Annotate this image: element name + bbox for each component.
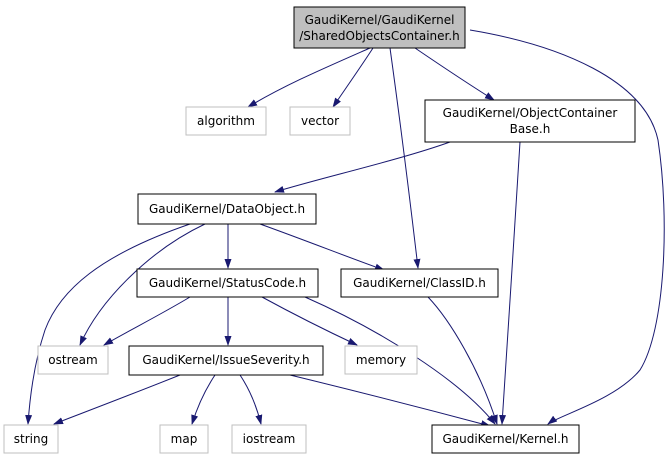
node-map[interactable]: map: [159, 424, 209, 454]
node-issue-severity[interactable]: GaudiKernel/IssueSeverity.h: [128, 345, 324, 376]
edges: [25, 29, 665, 428]
node-map-label: map: [171, 432, 198, 446]
edge-dataobject-to-ostream: [79, 223, 206, 346]
node-string[interactable]: string: [3, 424, 59, 454]
node-algorithm[interactable]: algorithm: [185, 106, 267, 136]
node-shared-objects-container[interactable]: GaudiKernel/GaudiKernel /SharedObjectsCo…: [293, 6, 466, 49]
node-object-container-base[interactable]: GaudiKernel/ObjectContainer Base.h: [424, 99, 636, 143]
node-memory-label: memory: [356, 353, 406, 367]
node-class-id[interactable]: GaudiKernel/ClassID.h: [340, 268, 499, 298]
node-class-id-label: GaudiKernel/ClassID.h: [353, 276, 486, 290]
edge-issueseverity-to-kernel: [289, 374, 491, 428]
node-kernel-label: GaudiKernel/Kernel.h: [442, 432, 568, 446]
edge-objectcontainerbase-to-kernel: [499, 141, 521, 425]
node-vector-label: vector: [301, 114, 339, 128]
edge-issueseverity-to-map: [191, 374, 216, 425]
node-shared-objects-container-line2: /SharedObjectsContainer.h: [299, 29, 460, 43]
edge-shared-to-objectcontainerbase: [414, 47, 495, 101]
edge-shared-to-vector: [332, 47, 374, 108]
edge-statuscode-to-memory: [261, 296, 358, 346]
edge-objectcontainerbase-to-dataobject: [274, 141, 451, 193]
node-shared-objects-container-line1: GaudiKernel/GaudiKernel: [305, 13, 455, 27]
node-iostream-label: iostream: [243, 432, 296, 446]
node-vector[interactable]: vector: [289, 106, 351, 136]
node-string-label: string: [14, 432, 48, 446]
edge-shared-to-algorithm: [247, 47, 371, 108]
node-ostream-label: ostream: [48, 353, 97, 367]
edge-statuscode-to-ostream: [103, 296, 191, 346]
edge-issueseverity-to-string: [53, 374, 181, 425]
node-algorithm-label: algorithm: [197, 114, 255, 128]
node-kernel[interactable]: GaudiKernel/Kernel.h: [431, 424, 580, 454]
node-object-container-base-line2: Base.h: [510, 122, 551, 136]
node-data-object[interactable]: GaudiKernel/DataObject.h: [137, 193, 317, 225]
node-ostream[interactable]: ostream: [37, 345, 109, 375]
node-iostream[interactable]: iostream: [231, 424, 307, 454]
edge-shared-to-classid: [389, 47, 421, 269]
node-data-object-label: GaudiKernel/DataObject.h: [149, 202, 305, 216]
node-status-code[interactable]: GaudiKernel/StatusCode.h: [136, 268, 319, 298]
edge-classid-to-kernel: [427, 296, 498, 425]
node-issue-severity-label: GaudiKernel/IssueSeverity.h: [142, 353, 309, 367]
edge-dataobject-to-classid: [259, 223, 385, 271]
edge-shared-to-kernel: [469, 29, 665, 425]
edge-issueseverity-to-iostream: [239, 374, 263, 425]
node-status-code-label: GaudiKernel/StatusCode.h: [149, 276, 306, 290]
node-object-container-base-line1: GaudiKernel/ObjectContainer: [443, 106, 618, 120]
node-memory[interactable]: memory: [344, 345, 418, 375]
edge-dataobject-to-string: [25, 223, 191, 425]
